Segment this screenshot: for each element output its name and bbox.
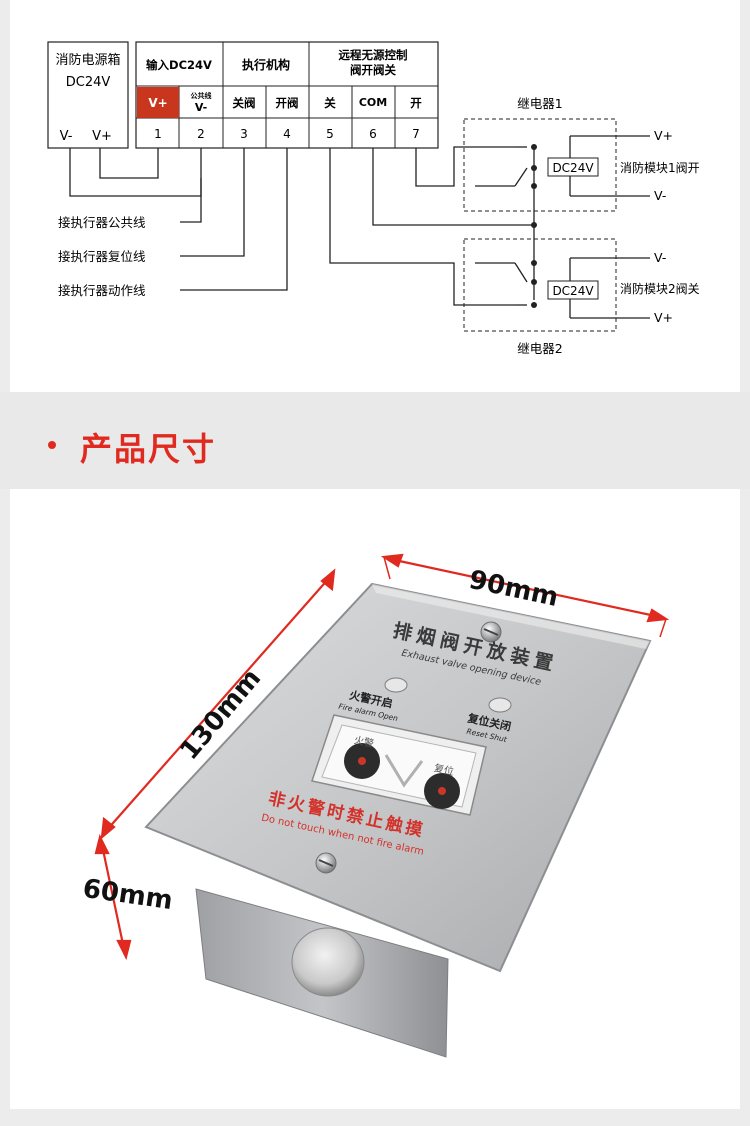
terminal-label-2-small: 公共线	[191, 91, 212, 100]
terminal-number-2: 2	[197, 127, 205, 141]
group-remote-label-1: 远程无源控制	[339, 48, 408, 62]
relay2-coil: DC24V	[552, 284, 594, 298]
junction-dots	[531, 144, 537, 308]
terminal-label-4: 开阀	[276, 96, 299, 110]
relay1-coil: DC24V	[552, 161, 594, 175]
power-box: 消防电源箱 DC24V V- V+	[47, 41, 129, 149]
device-side	[195, 888, 449, 1058]
product-illustration: 排烟阀开放装置 Exhaust valve opening device 火警开…	[81, 553, 670, 1058]
wiring-diagram: 消防电源箱 DC24V V- V+ 输入DC24V 执行机构 远程无源控制 阀开…	[47, 41, 700, 356]
dimension-arrows	[94, 553, 670, 961]
terminal-number-5: 5	[326, 127, 334, 141]
control-window: 火警 复位	[311, 714, 487, 816]
relay2-module: 消防模块2阀关	[620, 281, 700, 296]
note-common-line: 接执行器公共线	[58, 215, 146, 230]
relay1-title: 继电器1	[517, 96, 562, 111]
terminal-table: 输入DC24V 执行机构 远程无源控制 阀开阀关 V+ 公共线 V- 关阀 开阀…	[135, 41, 439, 149]
power-box-title: 消防电源箱	[55, 52, 120, 68]
terminal-number-4: 4	[283, 127, 291, 141]
note-action-line: 接执行器动作线	[58, 283, 146, 298]
power-box-neg: V-	[60, 129, 73, 144]
product-dimension-panel: 排烟阀开放装置 Exhaust valve opening device 火警开…	[10, 489, 740, 1109]
terminal-label-5: 关	[324, 96, 336, 110]
relay-2: DC24V V- V+ 消防模块2阀关 继电器2	[463, 238, 700, 356]
terminal-label-7: 开	[410, 96, 422, 110]
relay-1: 继电器1 DC24V V+ V- 消防模块1阀开	[463, 96, 700, 300]
group-input-label: 输入DC24V	[146, 58, 212, 72]
relay2-top: V-	[654, 250, 666, 265]
relay1-top: V+	[654, 128, 673, 143]
terminal-number-1: 1	[154, 127, 162, 141]
group-remote-label-2: 阀开阀关	[350, 63, 396, 77]
note-reset-line: 接执行器复位线	[58, 249, 146, 264]
section-title: 产品尺寸	[80, 430, 217, 468]
window-label-reset: 复位	[433, 761, 455, 778]
side-cable-hole	[291, 927, 365, 997]
terminal-label-3: 关阀	[233, 96, 256, 110]
terminal-label-2: V-	[195, 101, 207, 114]
relay2-title: 继电器2	[517, 341, 562, 356]
section-header	[0, 392, 750, 489]
relay1-bottom: V-	[654, 188, 666, 203]
reset-lamp-icon	[488, 697, 512, 713]
terminal-number-7: 7	[412, 127, 420, 141]
terminal-label-1: V+	[148, 96, 167, 110]
terminal-number-6: 6	[369, 127, 377, 141]
depth-dimension: 60mm	[81, 874, 175, 916]
group-actuator-label: 执行机构	[242, 57, 290, 72]
left-notes: 接执行器公共线 接执行器复位线 接执行器动作线	[58, 215, 146, 298]
wires	[69, 146, 536, 306]
depth-label: 60mm	[81, 874, 175, 916]
terminal-number-3: 3	[240, 127, 248, 141]
power-box-pos: V+	[92, 129, 112, 144]
fire-open-lamp-icon	[384, 677, 408, 693]
terminal-label-6: COM	[359, 96, 387, 109]
wiring-diagram-panel: 消防电源箱 DC24V V- V+ 输入DC24V 执行机构 远程无源控制 阀开…	[10, 0, 740, 392]
power-box-voltage: DC24V	[66, 75, 111, 90]
window-label-fire: 火警	[353, 733, 375, 750]
section-bullet	[48, 441, 56, 449]
relay1-module: 消防模块1阀开	[620, 160, 700, 175]
relay2-bottom: V+	[654, 310, 673, 325]
